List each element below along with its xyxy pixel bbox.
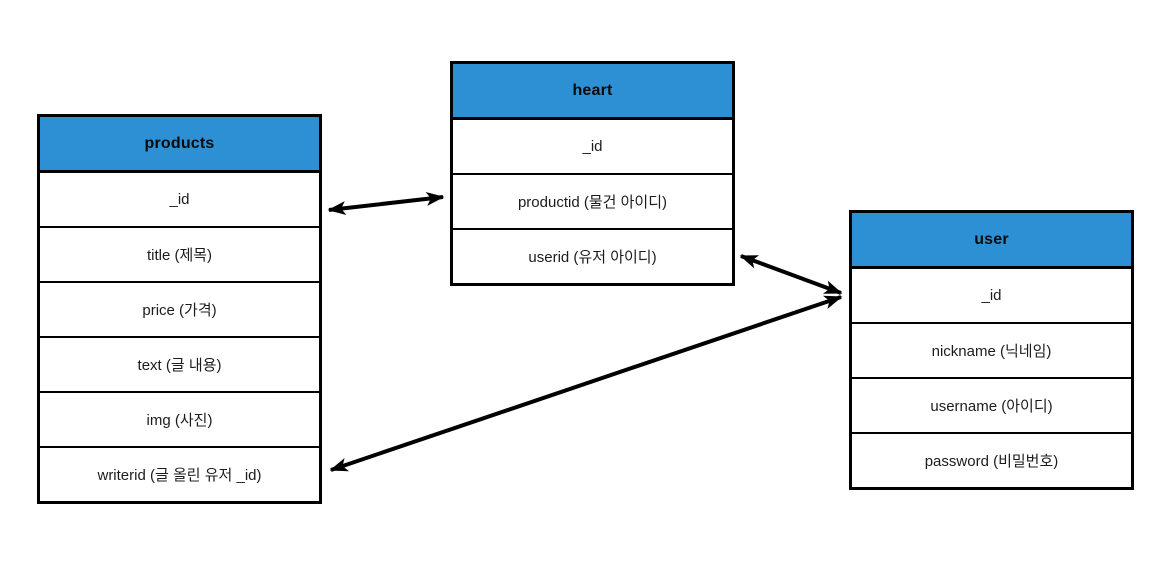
table-row: _id [852,269,1131,324]
table-row: password (비밀번호) [924,453,1059,470]
arrow-products-user [329,295,843,472]
table-row: price (가격) [40,283,319,338]
table-row: _id [453,120,732,175]
table-row: username (아이디) [852,379,1131,434]
table-row: userid (유저 아이디) [528,249,657,266]
table-row: _id [40,173,319,228]
table-heart-header: heart [453,64,732,120]
arrow-products-heart [327,191,445,216]
table-row: text (글 내용) [40,338,319,393]
table-row: nickname (닉네임) [852,324,1131,379]
table-row: img (사진) [40,393,319,448]
arrow-heart-user [739,254,843,295]
table-row: title (제목) [40,228,319,283]
table-row: writerid (글 올린 유저 _id) [97,467,262,484]
table-products-header: products [40,117,319,173]
table-user-header: user [852,213,1131,269]
table-row: productid (물건 아이디) [453,175,732,230]
